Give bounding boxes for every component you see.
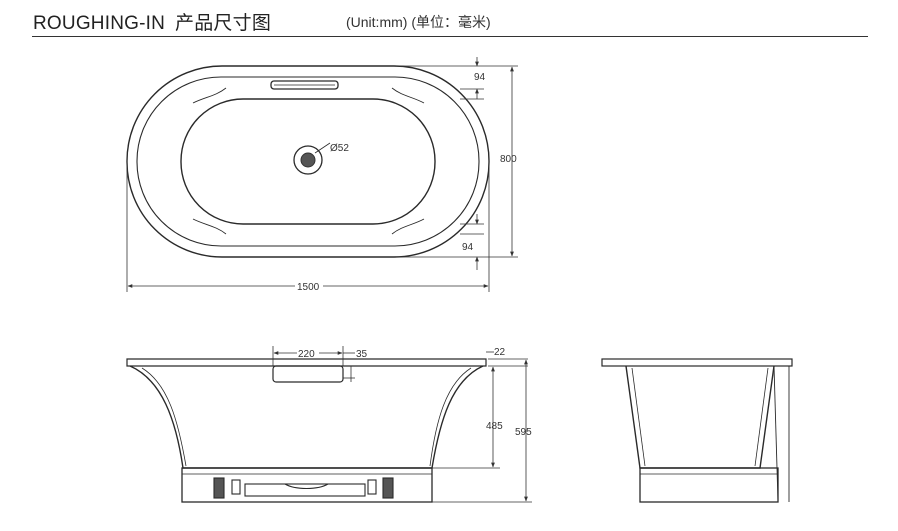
tub-rim-inner	[136, 76, 480, 247]
page-title: ROUGHING-IN 产品尺寸图	[33, 8, 271, 35]
dim-overflow-offset: 35	[356, 349, 368, 360]
front-rim	[126, 358, 487, 367]
dim-inner-height: 485	[486, 421, 503, 432]
front-base	[181, 467, 433, 503]
front-view-dimensions	[272, 346, 532, 503]
side-base	[639, 467, 779, 503]
drain-diameter-label: Ø52	[330, 143, 349, 154]
title-cn: 产品尺寸图	[175, 13, 272, 34]
dim-rim-top: 94	[474, 72, 486, 83]
front-body	[129, 365, 484, 469]
dim-rim-thickness: 22	[494, 347, 506, 358]
dim-length: 1500	[297, 282, 320, 293]
drain-icon	[293, 142, 331, 175]
header-divider	[32, 36, 868, 37]
dim-rim-bottom: 94	[462, 242, 474, 253]
side-body	[625, 365, 775, 469]
overflow-cover	[270, 80, 339, 90]
title-en: ROUGHING-IN	[33, 13, 166, 34]
top-view-dimensions	[126, 57, 518, 292]
front-overflow	[272, 365, 344, 383]
dim-width: 800	[500, 154, 517, 165]
top-view	[126, 65, 490, 258]
front-view	[126, 358, 487, 503]
front-feet	[213, 477, 394, 499]
side-view	[601, 358, 793, 503]
dim-overflow-width: 220	[298, 349, 315, 360]
side-rim	[601, 358, 793, 367]
unit-note: (Unit:mm) (单位：毫米)	[346, 14, 491, 30]
dim-total-height: 595	[515, 427, 532, 438]
rim-contours	[192, 87, 425, 235]
tub-basin	[180, 98, 436, 225]
